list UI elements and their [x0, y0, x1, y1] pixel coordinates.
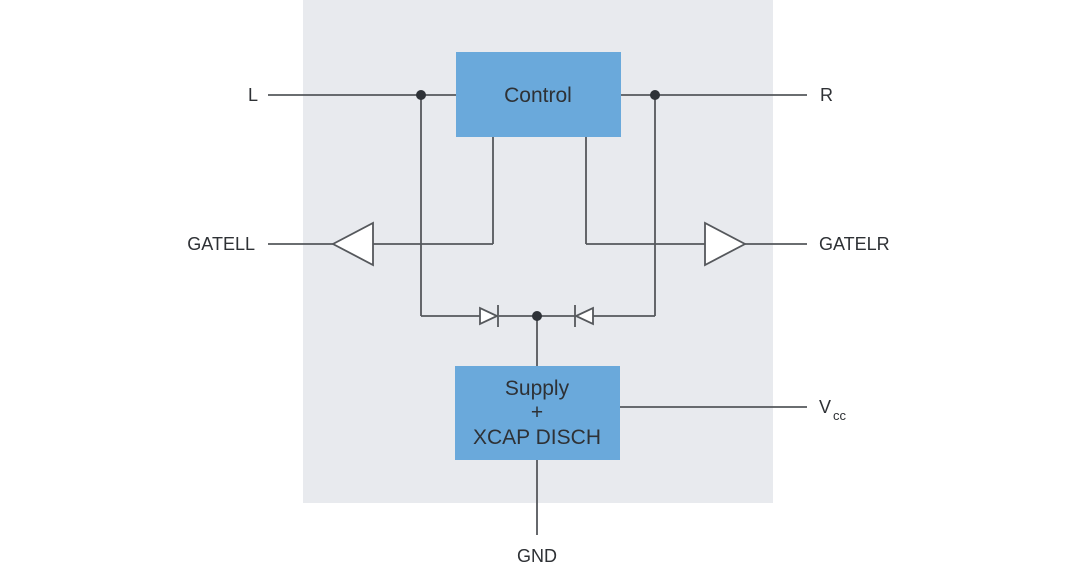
- diode-left-icon: [479, 306, 500, 326]
- pin-label-vcc-subscript: cc: [833, 408, 847, 423]
- junction-dot-diodes: [532, 311, 542, 321]
- junction-dot-l: [416, 90, 426, 100]
- supply-block-label-line3: XCAP DISCH: [473, 426, 601, 449]
- pin-label-l: L: [248, 85, 258, 105]
- supply-block-label-line2: +: [531, 401, 543, 424]
- junction-dot-r: [650, 90, 660, 100]
- supply-block-label-line1: Supply: [505, 377, 570, 400]
- buffer-gatell-icon: [331, 221, 374, 267]
- control-block-label: Control: [504, 84, 572, 107]
- supply-block: [455, 366, 620, 460]
- control-block: [456, 52, 621, 137]
- pin-label-r: R: [820, 85, 833, 105]
- buffer-gatelr-icon: [704, 221, 747, 267]
- pin-label-gnd: GND: [517, 546, 557, 563]
- pin-label-vcc-main: V: [819, 397, 831, 417]
- diode-right-icon: [573, 306, 594, 326]
- pin-label-gatelr: GATELR: [819, 234, 890, 254]
- pin-label-gatell: GATELL: [187, 234, 255, 254]
